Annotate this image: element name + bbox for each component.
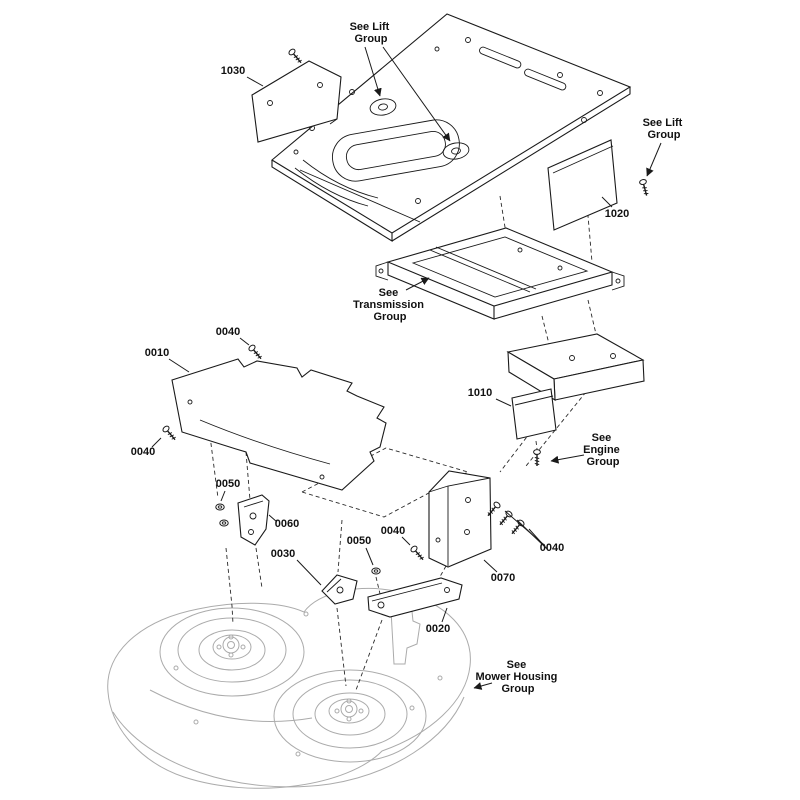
label-part-1010: 1010: [468, 387, 492, 399]
engine-mount-bracket: [506, 333, 645, 402]
label-part-0070: 0070: [491, 572, 515, 584]
label-part-0040-mid: 0040: [381, 525, 405, 537]
spindle-right: [292, 679, 408, 749]
label-part-0040-right: 0040: [540, 542, 564, 554]
label-part-1020: 1020: [605, 208, 629, 220]
lift-hole-right: [442, 142, 470, 160]
nut-0050-c: [371, 567, 381, 575]
label-part-0040-top: 0040: [216, 326, 240, 338]
spindle-left: [177, 617, 287, 683]
screw-lift-right: [638, 178, 651, 198]
label-part-0050-left: 0050: [216, 478, 240, 490]
mower-deck: [107, 588, 471, 789]
label-lift-group-top: See Lift Group: [350, 21, 393, 45]
labels-layer: See Lift Group 1030 See Lift Group 1020 …: [131, 21, 686, 695]
part-0020-bracket: [367, 577, 463, 618]
label-part-0030: 0030: [271, 548, 295, 560]
label-part-0050-right: 0050: [347, 535, 371, 547]
part-1030-panel: [251, 60, 342, 143]
label-engine-group: See Engine Group: [583, 432, 623, 468]
chassis-holes: [293, 37, 603, 204]
screw-0040-r2: [496, 509, 514, 528]
screw-engine: [532, 448, 542, 467]
transmission-frame: [375, 227, 625, 320]
label-mower-housing-group: See Mower Housing Group: [476, 659, 561, 695]
deck-housing-left: [159, 607, 305, 697]
parts-layer: [161, 47, 651, 618]
part-0070-bracket: [428, 470, 492, 568]
nut-0050-b: [219, 519, 229, 527]
screw-0040-mid: [409, 544, 427, 563]
label-transmission-group: See Transmission Group: [353, 287, 427, 323]
part-1010: [511, 388, 557, 440]
part-1020-panel: [547, 139, 618, 231]
part-0060-bracket: [237, 494, 270, 546]
deck-outline: [107, 588, 471, 789]
label-part-0060: 0060: [275, 518, 299, 530]
screw-0040-left: [161, 424, 179, 443]
chassis-thickness: [271, 87, 631, 242]
label-part-0040-left: 0040: [131, 446, 155, 458]
chassis-plate: [271, 13, 632, 242]
label-lift-group-right: See Lift Group: [643, 117, 686, 141]
part-0030-bracket: [321, 574, 358, 605]
belt-opening: [331, 119, 460, 182]
part-0010-belt-cover: [171, 358, 387, 491]
nut-0050-a: [215, 503, 225, 511]
screw-1030: [287, 47, 305, 66]
lift-hole-left: [369, 98, 397, 116]
deck-skirt: [112, 696, 465, 788]
label-part-1030: 1030: [221, 65, 245, 77]
label-part-0020: 0020: [426, 623, 450, 635]
deck-housing-right: [273, 669, 427, 763]
label-part-0010: 0010: [145, 347, 169, 359]
screw-0040-top: [247, 343, 265, 362]
chassis-bend-lines: [294, 159, 421, 223]
